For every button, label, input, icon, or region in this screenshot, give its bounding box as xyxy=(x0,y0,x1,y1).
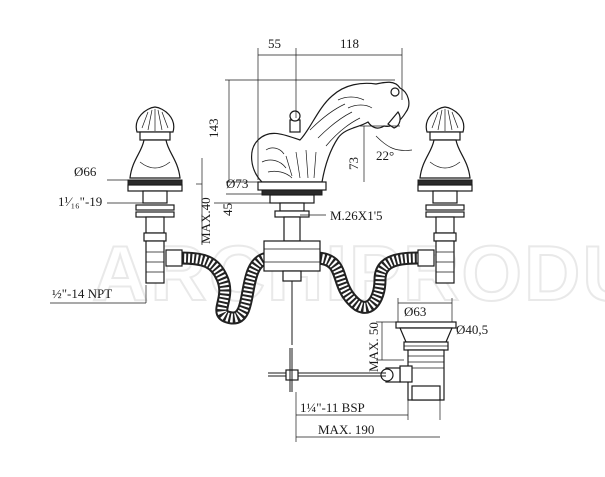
dim-supply-thread: ½"-14 NPT xyxy=(52,286,112,301)
dim-22-degrees: 22° xyxy=(376,148,394,163)
left-handle-valve xyxy=(127,106,183,284)
dim-45: 45 xyxy=(220,203,235,216)
dolphin-spout xyxy=(251,81,410,345)
dim-118: 118 xyxy=(340,36,359,51)
flexible-hoses xyxy=(173,251,425,325)
dim-143: 143 xyxy=(206,119,221,139)
dim-drain-max-50: MAX. 50 xyxy=(366,322,381,372)
dim-55: 55 xyxy=(268,36,281,51)
dim-max-190: MAX. 190 xyxy=(318,422,374,437)
dim-spout-thread: M.26X1'5 xyxy=(330,208,383,223)
dim-handle-diameter: Ø66 xyxy=(74,164,97,179)
dim-handle-thread: 1¹⁄₁₆"-19 xyxy=(58,194,102,209)
dim-73: 73 xyxy=(346,157,361,170)
right-handle-valve xyxy=(417,106,473,284)
dim-base-diameter: Ø73 xyxy=(226,176,248,191)
dim-drain-inner-diameter: Ø40,5 xyxy=(456,322,488,337)
dimension-lines xyxy=(50,48,458,442)
pop-up-drain xyxy=(268,321,457,401)
dim-drain-thread: 1¼"-11 BSP xyxy=(300,400,365,415)
dim-max-40: MAX.40 xyxy=(198,197,213,244)
dim-drain-diameter: Ø63 xyxy=(404,304,426,319)
